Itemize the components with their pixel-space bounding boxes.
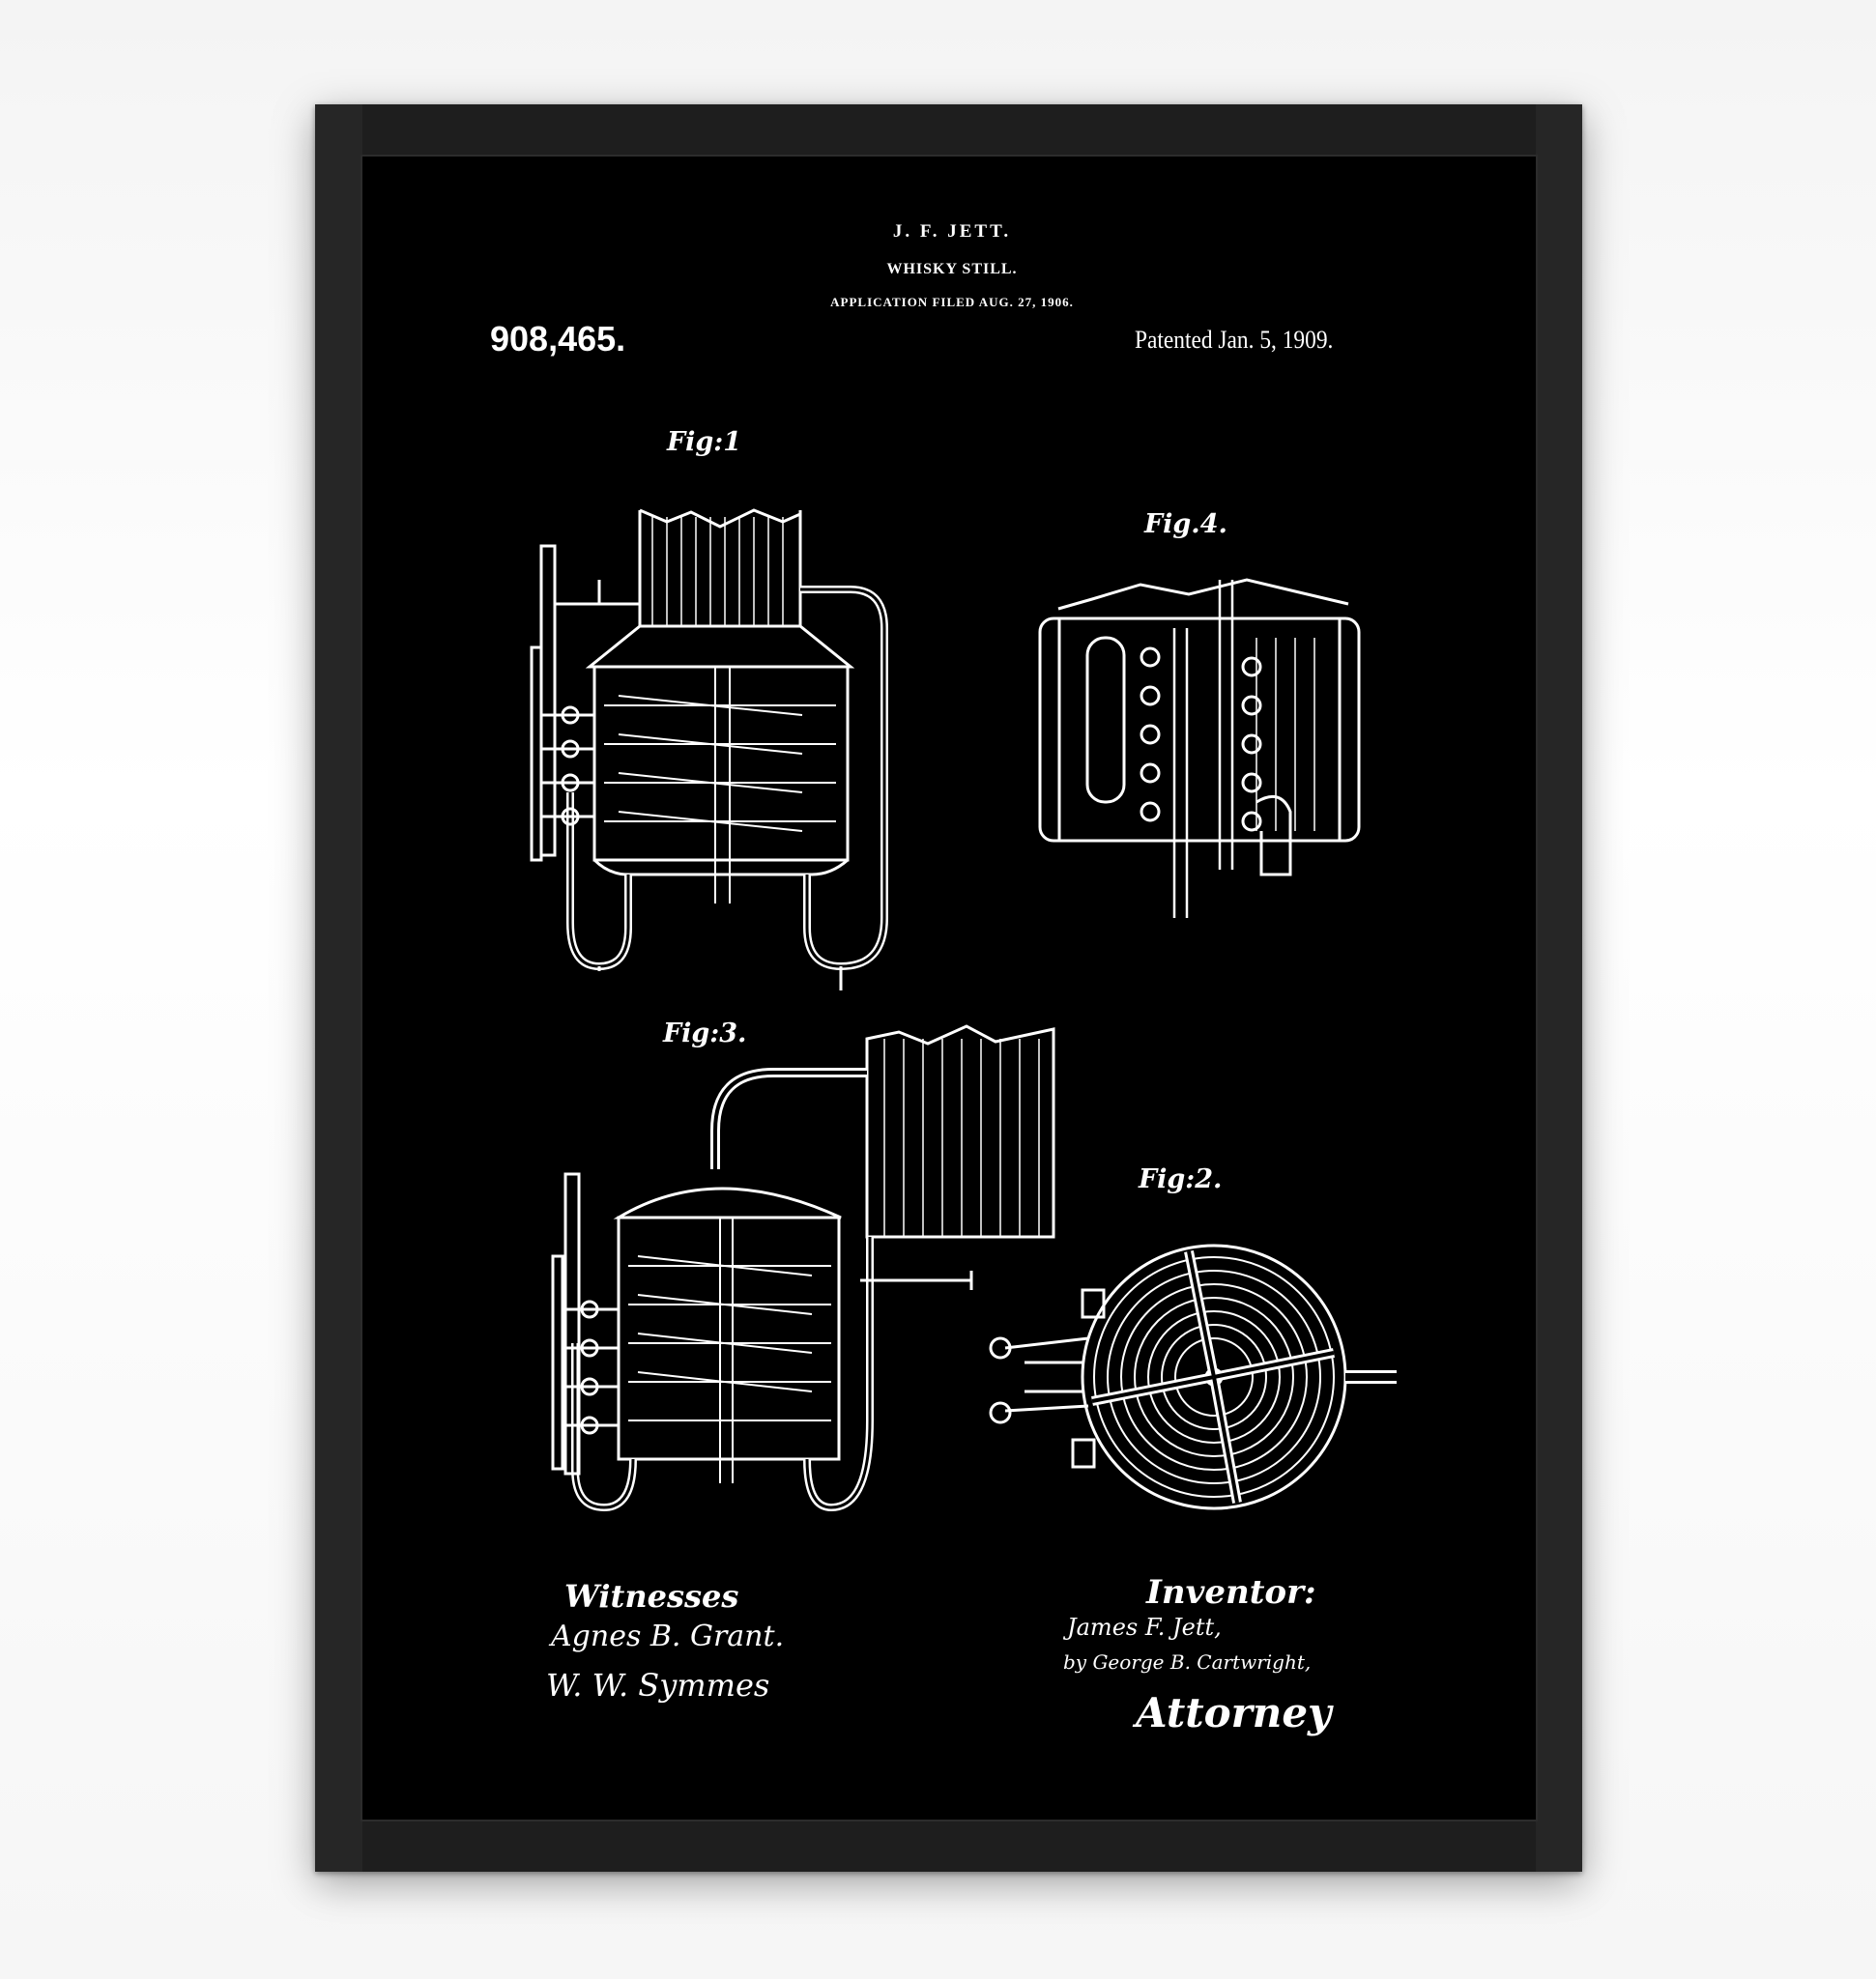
witnesses-label: Witnesses: [564, 1578, 739, 1615]
patent-poster: [362, 157, 1536, 1820]
inventor-signature: James F. Jett,: [1067, 1614, 1222, 1641]
fig1-label: Fig:1: [667, 427, 742, 457]
attorney-label: Attorney: [1136, 1689, 1332, 1736]
fig3-label: Fig:3.: [663, 1018, 747, 1048]
inventor-name: J. F. JETT.: [892, 221, 1012, 242]
witness-1-signature: Agnes B. Grant.: [551, 1620, 785, 1653]
fig1-drawing: [530, 508, 888, 990]
frame-left-edge: [315, 104, 362, 1872]
patented-date: Patented Jan. 5, 1909.: [1135, 326, 1334, 354]
patent-title: WHISKY STILL.: [886, 261, 1018, 277]
fig2-drawing: [989, 1244, 1397, 1510]
fig4-label: Fig.4.: [1144, 509, 1227, 539]
fig4-drawing: [1038, 578, 1361, 918]
attorney-signature: by George B. Cartwright,: [1063, 1650, 1312, 1674]
frame-right-edge: [1536, 104, 1582, 1872]
fig3-drawing: [551, 1024, 1055, 1512]
witness-2-signature: W. W. Symmes: [546, 1667, 770, 1704]
inventor-label: Inventor:: [1146, 1573, 1316, 1612]
filed-date: APPLICATION FILED AUG. 27, 1906.: [830, 295, 1074, 309]
fig2-label: Fig:2.: [1139, 1164, 1223, 1194]
patent-number: 908,465.: [490, 319, 626, 359]
